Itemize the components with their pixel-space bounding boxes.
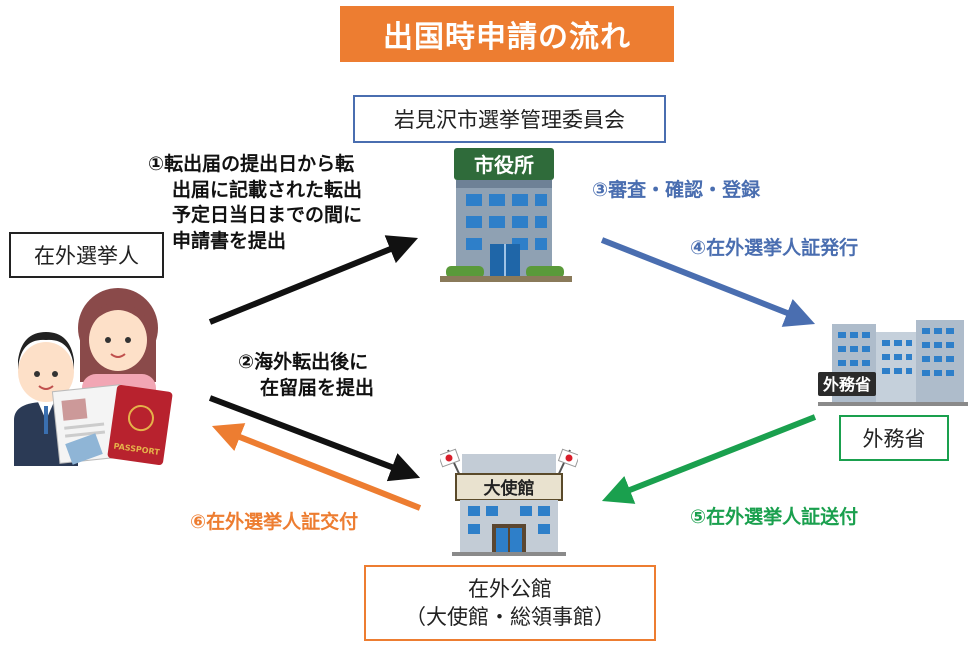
step-1-line-4: 申請書を提出 bbox=[172, 229, 287, 252]
step-1-label: ①転出届の提出日から転 出届に記載された転出 予定日当日までの間に 申請書を提出 bbox=[148, 152, 362, 255]
page-title: 出国時申請の流れ bbox=[340, 6, 674, 62]
step-2-line-1: ②海外転出後に bbox=[238, 351, 369, 373]
consulate-label: 在外公館 bbox=[468, 576, 552, 601]
consulate-box: 在外公館 （大使館・総領事館） bbox=[364, 565, 656, 641]
overseas-voters-illustration: PASSPORT bbox=[14, 288, 173, 466]
step-4-label: ④在外選挙人証発行 bbox=[690, 237, 859, 259]
city-hall-sign: 市役所 bbox=[474, 153, 534, 177]
arrow-step-1 bbox=[208, 235, 419, 325]
overseas-voter-box: 在外選挙人 bbox=[9, 232, 164, 278]
step-6-label: ⑥在外選挙人証交付 bbox=[190, 511, 359, 533]
arrow-step-2 bbox=[208, 395, 421, 482]
step-1-line-3: 予定日当日までの間に bbox=[172, 204, 363, 227]
arrow-step-5 bbox=[601, 414, 817, 504]
step-1-line-2: 出届に記載された転出 bbox=[172, 178, 363, 201]
arrow-step-6 bbox=[211, 423, 422, 511]
mofa-box: 外務省 bbox=[839, 415, 949, 461]
election-committee-box: 岩見沢市選挙管理委員会 bbox=[353, 95, 666, 143]
consulate-sublabel: （大使館・総領事館） bbox=[405, 605, 615, 629]
city-hall-icon: 市役所 bbox=[440, 148, 572, 282]
step-3-label: ③審査・確認・登録 bbox=[592, 179, 761, 201]
step-2-line-2: 在留届を提出 bbox=[260, 376, 375, 399]
mofa-sign: 外務省 bbox=[822, 375, 871, 394]
step-2-label: ②海外転出後に 在留届を提出 bbox=[238, 350, 374, 401]
step-1-line-1: ①転出届の提出日から転 bbox=[148, 153, 355, 175]
arrow-step-4 bbox=[600, 237, 816, 327]
mofa-building-icon: 外務省 bbox=[818, 320, 968, 406]
embassy-icon: 大使館 bbox=[440, 448, 578, 556]
embassy-sign: 大使館 bbox=[484, 478, 535, 499]
step-5-label: ⑤在外選挙人証送付 bbox=[690, 506, 859, 528]
